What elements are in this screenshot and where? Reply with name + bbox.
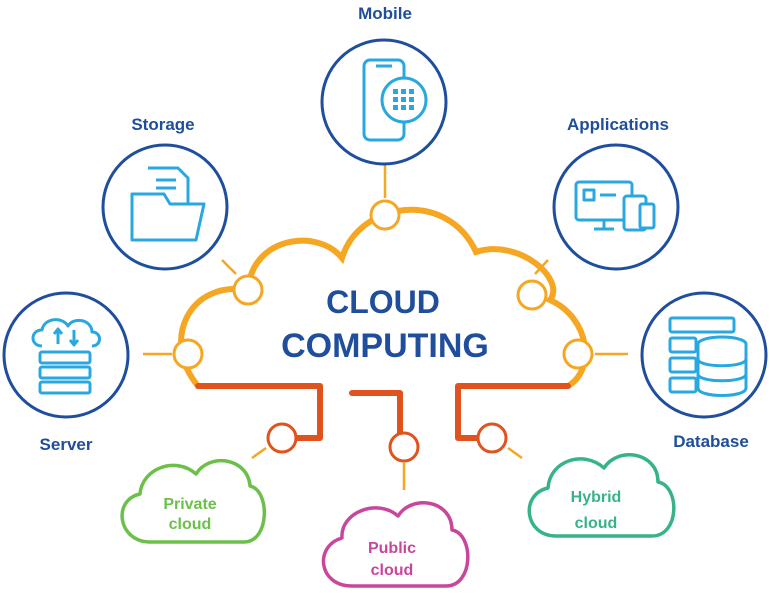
cloud-type-line2: cloud [169, 516, 212, 533]
cloud-type-line1: Hybrid [571, 489, 622, 506]
service-label: Storage [131, 115, 194, 134]
applications-icon [574, 180, 656, 232]
folder-icon [130, 166, 206, 242]
cloud-type-hybrid: Hybrid cloud [527, 453, 676, 538]
cloud-type-private: Private cloud [120, 458, 266, 544]
cloud-type-connectors [251, 446, 523, 490]
title-line2: COMPUTING [281, 327, 489, 365]
service-applications: Applications [552, 115, 680, 271]
node-bottom-left [266, 422, 298, 454]
node-bottom-mid [388, 431, 420, 463]
main-cloud-outline [178, 206, 589, 441]
node-upper-right [516, 279, 548, 311]
cloud-bottom-mid [349, 390, 403, 437]
cloud-nodes [172, 199, 594, 463]
service-storage: Storage [101, 115, 229, 271]
server-icon [31, 318, 101, 395]
mobile-icon [362, 58, 428, 142]
cloud-type-line1: Public [368, 540, 416, 557]
node-bottom-right [476, 422, 508, 454]
service-label: Server [40, 435, 93, 454]
node-upper-left [232, 274, 264, 306]
node-top [369, 199, 401, 231]
title-line1: CLOUD [326, 284, 440, 320]
cloud-type-line2: cloud [371, 562, 414, 579]
cloud-bottom-right [455, 383, 571, 441]
node-left [172, 338, 204, 370]
service-label: Applications [567, 115, 669, 134]
service-label: Database [673, 432, 749, 451]
cloud-bottom-left [195, 383, 323, 441]
cloud-type-public: Public cloud [321, 501, 470, 588]
node-right [562, 338, 594, 370]
service-label: Mobile [358, 4, 412, 23]
cloud-type-line2: cloud [575, 515, 618, 532]
cloud-type-line1: Private [163, 496, 216, 513]
service-mobile: Mobile [320, 4, 448, 166]
service-database: Database [640, 291, 768, 451]
service-server: Server [2, 291, 130, 454]
database-icon [668, 316, 748, 397]
